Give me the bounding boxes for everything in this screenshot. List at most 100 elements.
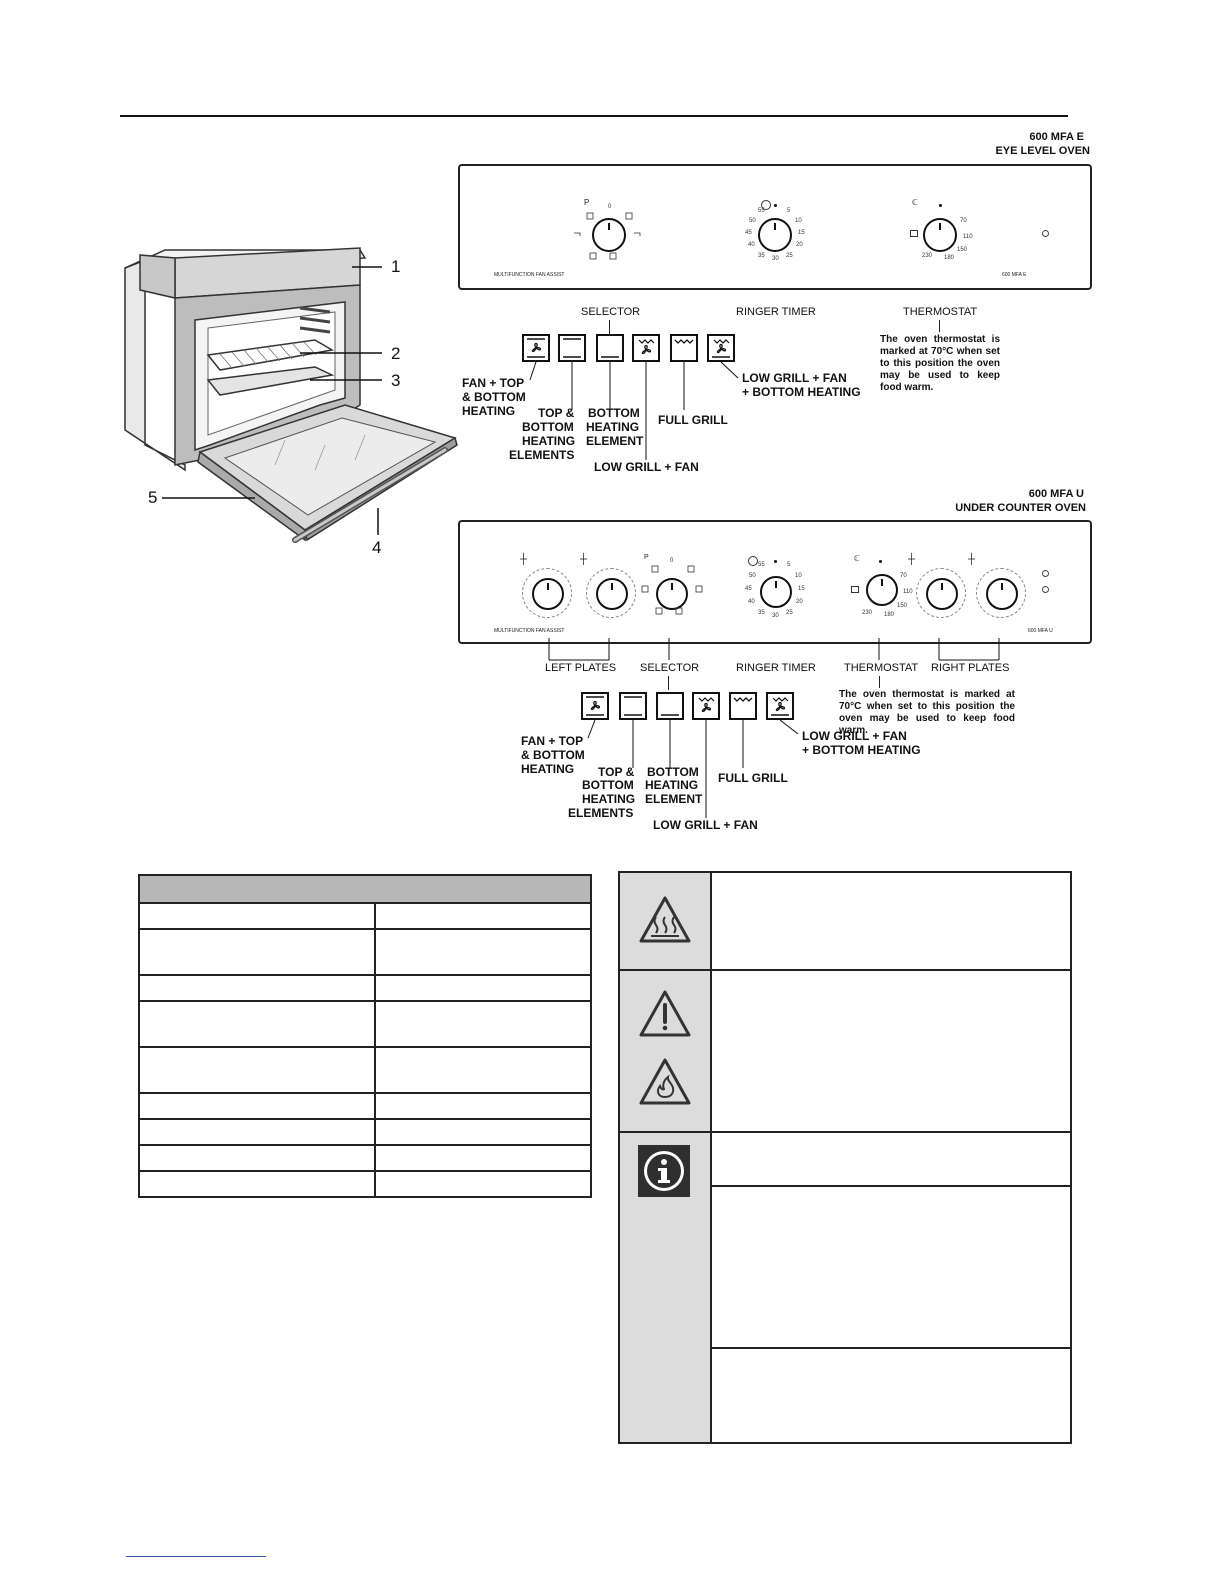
under-fn-bottom-2: HEATING [645,778,699,792]
timer-dot [774,204,777,207]
timer-num: 45 [745,586,752,592]
timer-num: 40 [748,242,755,248]
eye-fn-top-bottom-2: BOTTOM [522,420,574,434]
right-plate-knob-1[interactable] [926,578,958,610]
under-function-leaders [587,719,799,818]
under-fn-top-bottom-2: BOTTOM [582,778,634,792]
thermo-num: 110 [903,589,913,595]
low-grill-fan-bottom-icon [707,334,735,362]
safety-notice-box [618,871,1072,1444]
timer-num: 30 [772,256,779,262]
thermo-num: 230 [922,253,933,259]
right-plate-knob-2[interactable] [986,578,1018,610]
bottom-heating-icon [656,692,684,720]
built-in-oven-drawing [124,247,458,543]
timer-num: 30 [772,613,779,619]
indicator-light [1042,230,1049,237]
timer-num: 35 [758,610,765,616]
timer-num: 40 [748,599,755,605]
eye-fn-low-grill-fan-bottom-1: LOW GRILL + FAN [742,371,847,385]
timer-num: 25 [786,253,793,259]
timer-num: 20 [796,242,803,248]
timer-num: 45 [745,230,752,236]
under-fn-top-bottom-3: HEATING [582,792,636,806]
thermostat-knob[interactable] [923,218,957,252]
selector-p-symbol: P [644,554,649,561]
timer-num: 25 [786,610,793,616]
oven-illustration: 1 2 3 4 5 [120,230,465,560]
eye-fn-fan-top-bottom-3: HEATING [462,404,516,418]
timer-num: 10 [795,218,802,224]
left-plate-rim [586,568,636,618]
table-row [138,1118,592,1146]
timer-num: 15 [798,586,805,592]
eye-thermostat-note: The oven thermostat is marked at 70°C wh… [880,334,1000,393]
hob-plate-icon: ┼ [580,554,588,565]
callout-4: 4 [372,538,382,557]
table-row [138,902,592,930]
under-fn-full-grill: FULL GRILL [718,771,788,785]
callout-3: 3 [391,371,401,390]
table-row [138,1000,592,1048]
eye-level-control-panel: P 0 55 5 50 10 45 15 40 20 35 30 25 ℂ 70… [458,164,1092,290]
callout-2: 2 [391,344,401,363]
panel-right-text: 600 MFA U [1028,628,1053,634]
thermo-num: 150 [897,603,908,609]
top-bottom-heating-icon [619,692,647,720]
table-row [138,1170,592,1198]
selector-knob[interactable] [592,218,626,252]
full-grill-icon [670,334,698,362]
eye-fn-fan-top-bottom-2: & BOTTOM [462,390,526,404]
info-icon [638,1145,690,1197]
thermo-num: 230 [862,610,873,616]
leader-line [879,676,880,688]
panel-left-text: MULTIFUNCTION FAN ASSIST [494,628,565,634]
callout-5: 5 [148,488,158,507]
under-thermostat-knob[interactable] [866,574,898,606]
left-plate-knob-2[interactable] [596,578,628,610]
eye-fn-bottom-3: ELEMENT [586,434,644,448]
under-left-plates-label: LEFT PLATES [545,662,617,674]
thermo-num: 70 [960,218,967,224]
under-fn-fan-top-bottom-2: & BOTTOM [521,748,585,762]
thermo-num: 150 [957,247,968,253]
under-timer-knob[interactable] [760,576,792,608]
panel-right-text: 600 MFA E [1002,272,1027,278]
fan-top-bottom-icon [522,334,550,362]
low-grill-fan-bottom-icon [766,692,794,720]
indicator-light [1042,586,1049,593]
hob-plate-icon: ┼ [520,554,528,565]
thermo-num: 70 [900,573,907,579]
full-grill-icon [729,692,757,720]
left-plate-knob-1[interactable] [532,578,564,610]
under-fn-low-grill-fan-bottom-2: + BOTTOM HEATING [802,743,921,757]
under-counter-subtitle: UNDER COUNTER OVEN [955,502,1086,514]
under-fn-top-bottom-4: ELEMENTS [568,806,634,820]
under-fn-fan-top-bottom-1: FAN + TOP [521,734,584,748]
eye-level-subtitle: EYE LEVEL OVEN [995,145,1090,157]
eye-selector-label: SELECTOR [581,306,641,318]
under-fn-bottom-1: BOTTOM [647,765,699,779]
under-fn-low-grill-fan: LOW GRILL + FAN [653,818,758,832]
under-fn-low-grill-fan-bottom-1: LOW GRILL + FAN [802,729,907,743]
timer-knob[interactable] [758,218,792,252]
timer-num: 15 [798,230,805,236]
selector-zero: 0 [670,558,674,564]
fan-top-bottom-icon [581,692,609,720]
eye-fn-top-bottom-3: HEATING [522,434,576,448]
row-divider [712,1185,1070,1187]
under-selector-knob[interactable] [656,578,688,610]
thermo-num: 180 [944,255,955,261]
table-row [138,974,592,1002]
timer-clock-icon [748,556,758,566]
specification-table [138,874,592,1198]
selector-p-symbol: P [584,198,590,207]
callout-1: 1 [391,257,401,276]
timer-num: 10 [795,573,802,579]
eye-fn-low-grill-fan: LOW GRILL + FAN [594,460,699,474]
under-fn-bottom-3: ELEMENT [645,792,703,806]
row-divider [620,1131,1070,1133]
eye-fn-bottom-2: HEATING [586,420,640,434]
panel-left-text: MULTIFUNCTION FAN ASSIST [494,272,565,278]
leader-line [668,676,669,690]
